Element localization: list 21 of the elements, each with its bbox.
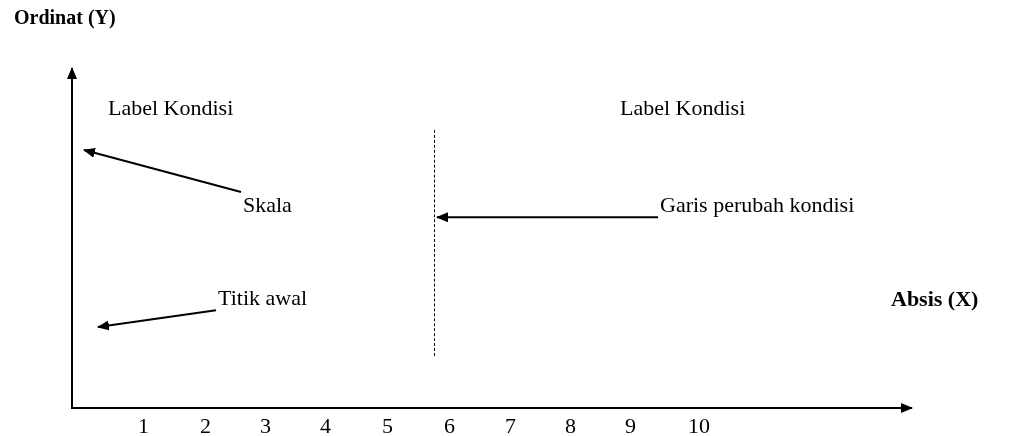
axis-tick-label: 2 [200, 413, 211, 436]
y-axis-title: Ordinat (Y) [14, 6, 116, 29]
origin-label: Titik awal [218, 285, 308, 311]
axis-tick-label: 10 [688, 413, 710, 436]
axis-tick-label: 8 [565, 413, 576, 436]
leader-arrow [97, 309, 217, 331]
axis-tick-label: 9 [625, 413, 636, 436]
axis-tick-label: 6 [444, 413, 455, 436]
axis-tick-label: 3 [260, 413, 271, 436]
x-axis-title: Absis (X) [891, 286, 979, 312]
condition-label: Label Kondisi [108, 95, 234, 121]
change-line-label: Garis perubah kondisi [660, 192, 855, 218]
scale-label: Skala [243, 192, 292, 218]
axis-tick-label: 1 [138, 413, 149, 436]
condition-label: Label Kondisi [620, 95, 746, 121]
axis-tick-label: 4 [320, 413, 331, 436]
phase-change-line [434, 130, 435, 356]
leader-arrow [83, 148, 242, 193]
leader-arrow [436, 212, 659, 223]
axis-tick-label: 7 [505, 413, 516, 436]
axis-tick-label: 5 [382, 413, 393, 436]
